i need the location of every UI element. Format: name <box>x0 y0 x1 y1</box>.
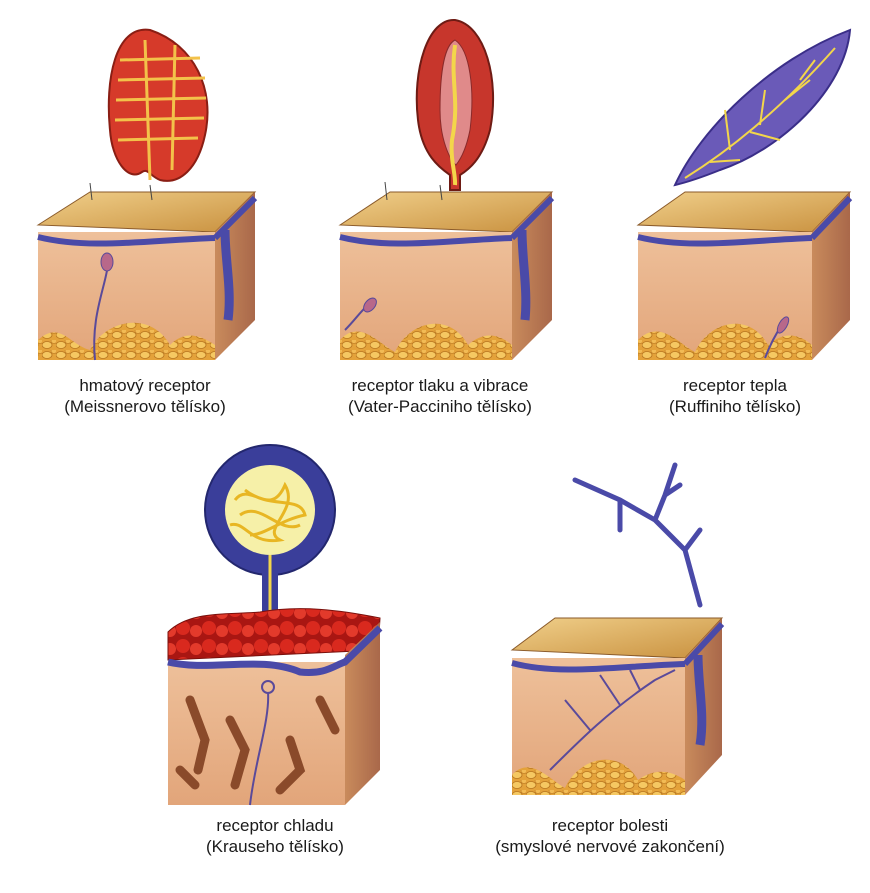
meissner-skin-block <box>36 182 258 361</box>
panel-ruffini: receptor tepla (Ruffiniho tělísko) <box>600 0 870 440</box>
caption-meissner-subtitle: (Meissnerovo tělísko) <box>64 397 226 416</box>
caption-pacini: receptor tlaku a vibrace (Vater-Paccinih… <box>290 375 590 417</box>
pacini-skin-block <box>338 181 555 360</box>
caption-meissner-title: hmatový receptor <box>79 376 211 395</box>
caption-pain: receptor bolesti (smyslové nervové zakon… <box>450 815 770 857</box>
krause-corpuscle <box>204 444 336 618</box>
pacini-corpuscle <box>415 18 494 191</box>
krause-skin-block <box>167 608 383 806</box>
ruffini-corpuscle <box>673 28 852 187</box>
panel-krause: receptor chladu (Krauseho tělísko) <box>150 440 410 893</box>
pacini-illustration <box>338 18 555 360</box>
caption-pain-title: receptor bolesti <box>551 816 669 835</box>
meissner-illustration <box>36 28 258 361</box>
pain-skin-block <box>510 617 725 795</box>
caption-krause: receptor chladu (Krauseho tělísko) <box>145 815 405 857</box>
caption-pacini-subtitle: (Vater-Pacciniho tělísko) <box>348 397 532 416</box>
panel-pacini: receptor tlaku a vibrace (Vater-Paccinih… <box>300 0 600 440</box>
caption-ruffini-title: receptor tepla <box>683 376 787 395</box>
caption-ruffini-subtitle: (Ruffiniho tělísko) <box>669 397 801 416</box>
pain-nerve-ending <box>572 462 703 608</box>
krause-illustration <box>167 444 383 806</box>
caption-pacini-title: receptor tlaku a vibrace <box>351 376 529 395</box>
meissner-corpuscle <box>107 28 209 182</box>
ruffini-illustration <box>636 28 853 360</box>
pain-illustration <box>510 462 725 795</box>
ruffini-skin-block <box>636 191 853 360</box>
caption-ruffini: receptor tepla (Ruffiniho tělísko) <box>600 375 870 417</box>
panel-pain: receptor bolesti (smyslové nervové zakon… <box>470 440 790 893</box>
panel-meissner: hmatový receptor (Meissnerovo tělísko) <box>0 0 290 440</box>
caption-krause-subtitle: (Krauseho tělísko) <box>206 837 344 856</box>
caption-pain-subtitle: (smyslové nervové zakončení) <box>495 837 725 856</box>
caption-krause-title: receptor chladu <box>216 816 334 835</box>
caption-meissner: hmatový receptor (Meissnerovo tělísko) <box>0 375 290 417</box>
